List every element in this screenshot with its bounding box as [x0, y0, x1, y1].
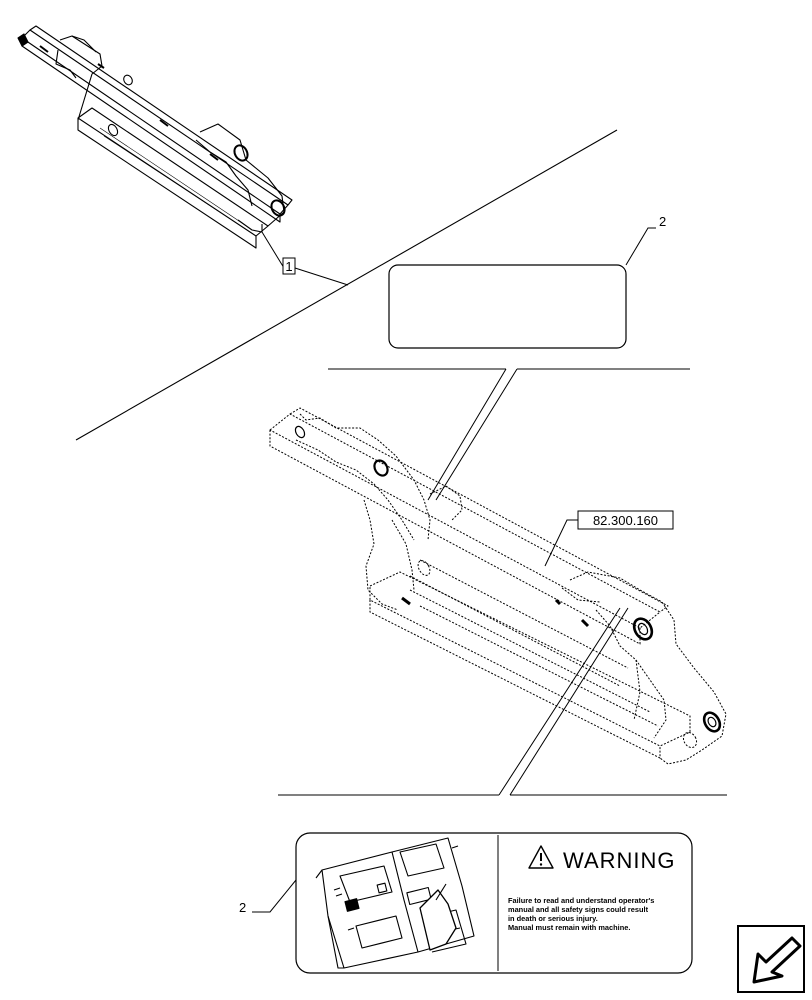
warning-line-1: Failure to read and understand operator'… [508, 896, 654, 905]
callout-1: 1 [261, 231, 349, 286]
callout-2-bottom: 2 [239, 879, 297, 915]
callout-1-label: 1 [285, 259, 292, 274]
warning-triangle-icon [528, 845, 554, 869]
diagonal-divider [75, 129, 618, 441]
frame-detail-rings [294, 425, 722, 749]
warning-line-3: in death or serious injury. [508, 914, 598, 923]
leader-top [427, 368, 518, 501]
callout-2-top-label: 2 [659, 214, 666, 229]
frame-detail-view [269, 407, 727, 765]
arrow-back-icon[interactable] [737, 925, 805, 993]
operator-manual-icon [315, 837, 475, 969]
callout-section-ref: 82.300.160 [544, 510, 674, 567]
leader-bottom [498, 607, 629, 796]
decal-placeholder [388, 264, 627, 349]
callout-2-top: 2 [625, 214, 666, 266]
warning-line-2: manual and all safety signs could result [508, 905, 649, 914]
warning-line-4: Manual must remain with machine. [508, 923, 630, 932]
callout-2-bottom-label: 2 [239, 900, 246, 915]
warning-title: WARNING [563, 848, 676, 873]
frame-thumbnail [17, 25, 293, 249]
warning-decal: WARNING Failure to read and understand o… [295, 832, 693, 974]
callout-section-label: 82.300.160 [593, 513, 658, 528]
